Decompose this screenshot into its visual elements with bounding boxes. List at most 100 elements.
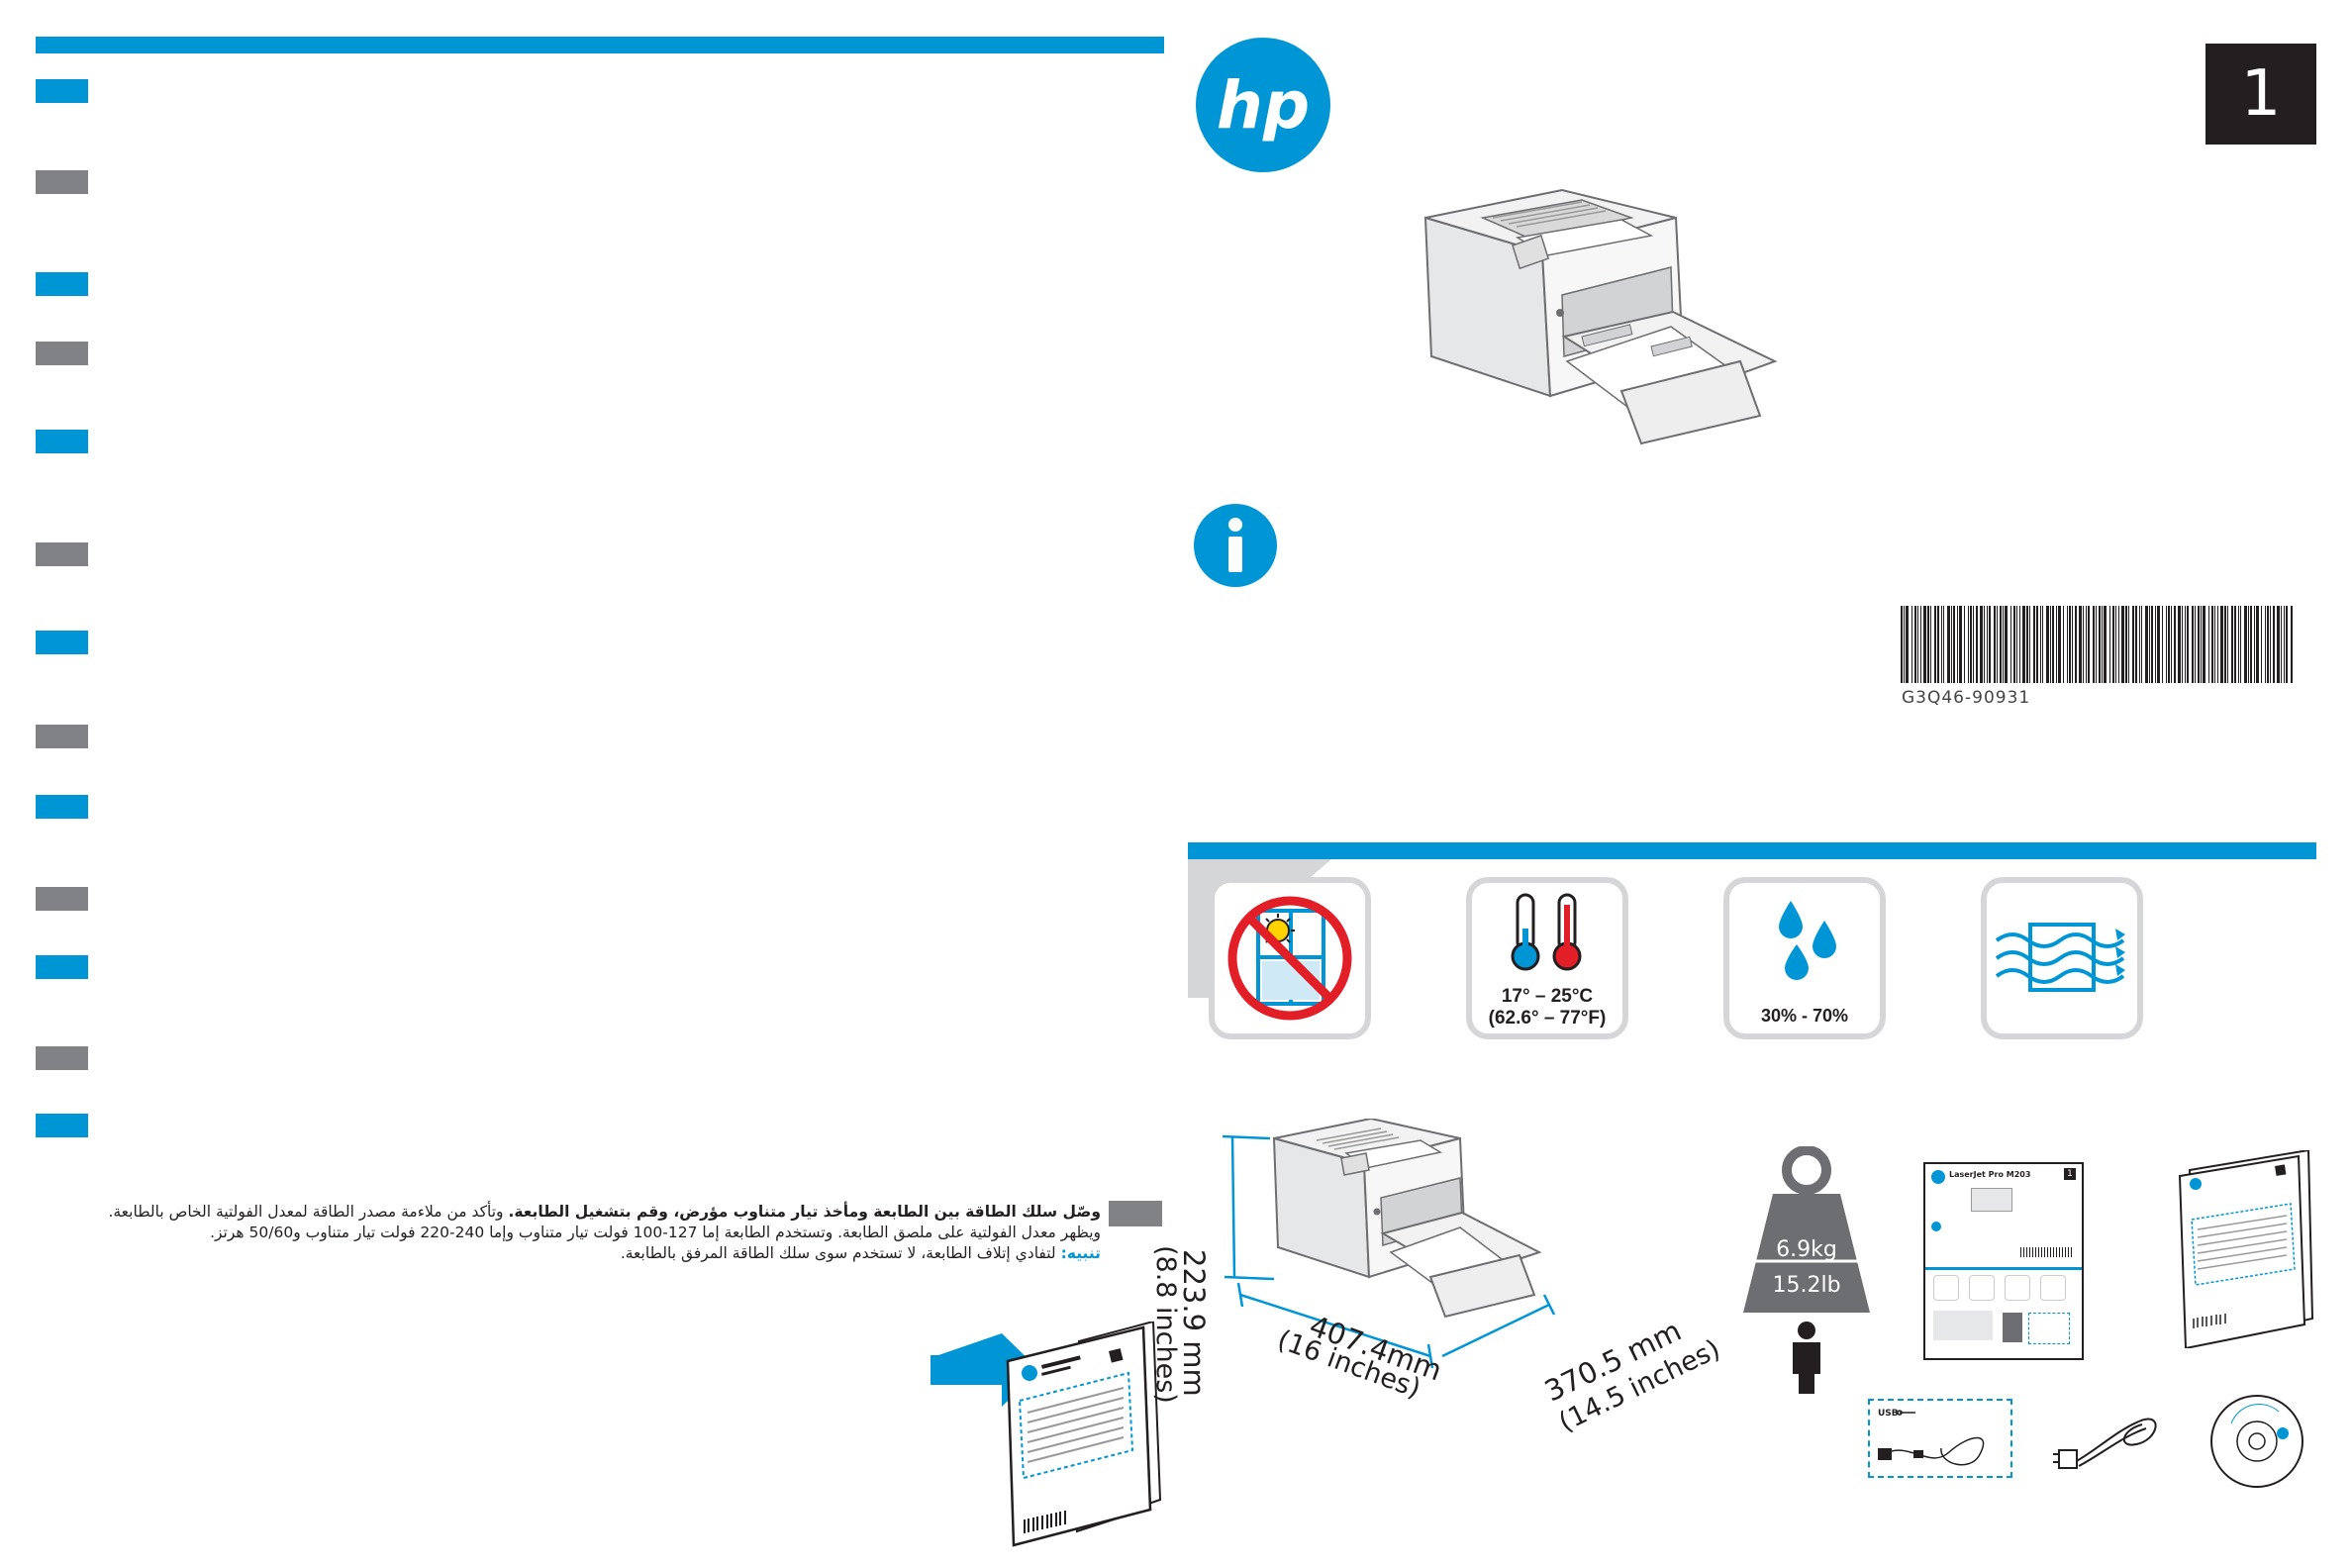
temperature-range-box: 17° – 25°C (62.6° – 77°F) xyxy=(1466,877,1628,1039)
guide-bar xyxy=(1925,1267,2082,1270)
barcode-bar xyxy=(1930,606,1931,683)
barcode-bar xyxy=(2203,606,2205,683)
barcode-bar xyxy=(2102,606,2103,683)
language-marker-blue xyxy=(36,955,88,979)
guide-icon-tile xyxy=(2040,1275,2066,1301)
barcode-bar xyxy=(2125,606,2127,683)
barcode-bar xyxy=(2010,606,2011,683)
barcode xyxy=(1901,606,2293,683)
barcode-bar xyxy=(2217,606,2218,683)
language-marker-blue xyxy=(36,1114,88,1137)
language-marker-blue xyxy=(36,430,88,453)
usb-label: USB xyxy=(1878,1409,1899,1419)
barcode-bar xyxy=(2284,606,2285,683)
barcode-bar xyxy=(2075,606,2077,683)
barcode-bar xyxy=(2033,606,2035,683)
barcode-bar xyxy=(2109,606,2110,683)
barcode-bar xyxy=(2042,606,2043,683)
barcode-bar xyxy=(2168,606,2170,683)
barcode-bar xyxy=(2281,606,2282,683)
barcode-bar xyxy=(1904,606,1905,683)
getting-started-booklet-icon xyxy=(2178,1150,2314,1348)
guide-page-number: 1 xyxy=(2064,1168,2076,1180)
humidity-range-box: 30% - 70% xyxy=(1723,877,1886,1039)
guide-contents-thumb xyxy=(2028,1313,2070,1344)
barcode-bar xyxy=(2069,606,2071,683)
temperature-fahrenheit: (62.6° – 77°F) xyxy=(1488,1008,1607,1029)
guide-info-icon xyxy=(1931,1222,1941,1231)
part-number: G3Q46-90931 xyxy=(1902,688,2031,708)
barcode-bar xyxy=(2166,606,2167,683)
caution-label: تنبيه: xyxy=(1060,1244,1101,1262)
barcode-bar xyxy=(2211,606,2213,683)
barcode-bar xyxy=(2162,606,2163,683)
barcode-bar xyxy=(2240,606,2241,683)
barcode-bar xyxy=(1943,606,1944,683)
barcode-bar xyxy=(2192,606,2194,683)
barcode-bar xyxy=(2277,606,2280,683)
barcode-bar xyxy=(2250,606,2252,683)
barcode-bar xyxy=(2029,606,2030,683)
barcode-bar xyxy=(1984,606,1985,683)
barcode-bar xyxy=(2132,606,2134,683)
height-dimension: 223.9 mm xyxy=(1177,1249,1211,1397)
barcode-bar xyxy=(1987,606,1988,683)
barcode-bar xyxy=(2067,606,2068,683)
guide-printer-thumb xyxy=(1933,1311,1993,1340)
barcode-bar xyxy=(1941,606,1942,683)
barcode-bar xyxy=(1989,606,1991,683)
usb-cable-icon xyxy=(1878,1410,1985,1466)
barcode-bar xyxy=(1959,606,1962,683)
barcode-bar xyxy=(1911,606,1912,683)
barcode-bar xyxy=(1951,606,1952,683)
barcode-bar xyxy=(2208,606,2209,683)
info-icon xyxy=(1194,504,1277,587)
instruction-voltage: ويظهر معدل الفولتية على ملصق الطابعة. وت… xyxy=(210,1224,1101,1241)
barcode-bar xyxy=(1920,606,1921,683)
barcode-bar xyxy=(2063,606,2064,683)
barcode-bar xyxy=(2157,606,2160,683)
barcode-bar xyxy=(2256,606,2259,683)
barcode-bar xyxy=(1997,606,1998,683)
power-instruction: وصّل سلك الطاقة بين الطابعة ومأخذ تيار م… xyxy=(40,1202,1101,1264)
barcode-bar xyxy=(2139,606,2140,683)
barcode-bar xyxy=(2000,606,2002,683)
section-accent-bar xyxy=(1188,842,2316,859)
barcode-bar xyxy=(2046,606,2049,683)
barcode-bar xyxy=(2096,606,2097,683)
hp-logo-icon: hp xyxy=(1196,38,1330,172)
barcode-bar xyxy=(2149,606,2150,683)
guide-weight-thumb xyxy=(2003,1313,2022,1342)
barcode-bar xyxy=(2088,606,2090,683)
barcode-bar xyxy=(1957,606,1958,683)
humidity-value: 30% - 70% xyxy=(1760,1006,1849,1026)
barcode-bar xyxy=(2155,606,2156,683)
barcode-bar xyxy=(2016,606,2017,683)
temperature-celsius: 17° – 25°C xyxy=(1501,986,1594,1007)
barcode-bar xyxy=(2238,606,2239,683)
barcode-bar xyxy=(1980,606,1983,683)
barcode-bar xyxy=(2265,606,2266,683)
barcode-bar xyxy=(1914,606,1916,683)
barcode-bar xyxy=(2003,606,2004,683)
barcode-bar xyxy=(2286,606,2288,683)
guide-printer-thumb xyxy=(1971,1188,2012,1212)
height-in: (8.8 inches) xyxy=(1150,1245,1181,1404)
barcode-bar xyxy=(2198,606,2200,683)
barcode-bar xyxy=(2019,606,2020,683)
barcode-bar xyxy=(2178,606,2181,683)
guide-icon-tile xyxy=(1933,1275,1959,1301)
language-marker-blue xyxy=(36,795,88,819)
language-marker-gray xyxy=(36,887,88,911)
caution-text: لتفادي إتلاف الطابعة، لا تستخدم سوى سلك … xyxy=(620,1244,1061,1262)
water-drops-icon xyxy=(1779,901,1836,980)
barcode-bar xyxy=(1976,606,1978,683)
barcode-bar xyxy=(2086,606,2087,683)
guide-barcode xyxy=(2020,1247,2072,1257)
barcode-bar xyxy=(2040,606,2041,683)
barcode-bar xyxy=(2227,606,2228,683)
barcode-bar xyxy=(2291,606,2293,683)
barcode-bar xyxy=(2141,606,2142,683)
barcode-bar xyxy=(2174,606,2176,683)
barcode-bar xyxy=(2220,606,2223,683)
